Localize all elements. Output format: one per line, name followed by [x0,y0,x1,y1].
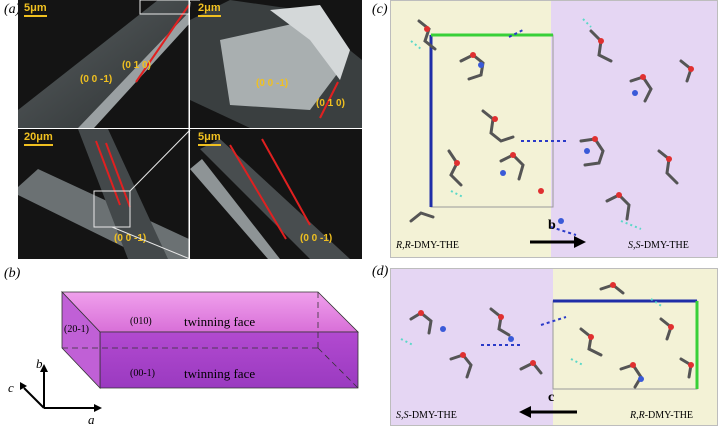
face-label-001-4: (0 0 -1) [300,233,333,244]
axis-label-c: c [548,390,555,405]
face-label-00-1: (00-1) [130,368,155,379]
axis-b-label: b [36,356,43,371]
face-label-010-1: (0 1 0) [122,60,151,71]
structure-d-drawing [391,269,717,425]
twinning-face-top: twinning face [184,314,256,329]
axis-label-b: b [548,218,556,233]
sem-image-1-drawing [18,0,189,128]
crystal-side-face [61,290,101,390]
twinning-face-bottom: twinning face [184,366,256,381]
axis-c-label: c [8,380,14,395]
sem-image-1: 5μm (0 0 -1) (0 1 0) [18,0,189,128]
panel-a-label: (a) [4,2,21,17]
sem-image-4: 5μm (0 0 -1) [190,129,362,259]
face-label-20-1: (20-1) [64,324,89,335]
axis-c-arrow [20,382,27,390]
axis-a-arrow [94,404,102,412]
enantiomer-label-d-right: R,R-DMY-THE [630,410,694,421]
axis-c-line [23,387,45,409]
enantiomer-label-c-right: S,S-DMY-THE [628,240,689,251]
panel-d-label: (d) [372,264,389,279]
sem-image-2: 2μm (0 0 -1) (0 1 0) [190,0,362,128]
face-label-001-2: (0 0 -1) [256,78,289,89]
face-label-010: (010) [130,316,152,327]
axis-arrow-d [519,406,577,418]
crystal-diagram [20,290,359,412]
scale-bar-3: 20μm [24,131,53,146]
face-label-010-2: (0 1 0) [316,98,345,109]
face-label-001-1: (0 0 -1) [80,74,113,85]
panel-b-label: (b) [4,266,21,281]
scale-bar-4: 5μm [198,131,221,146]
scale-bar-1: 5μm [24,2,47,17]
enantiomer-label-c-left: R,R-DMY-THE [396,240,460,251]
structure-panel-c [390,0,718,258]
sem-image-2-drawing [190,0,362,128]
structure-c-drawing [391,1,717,257]
scale-bar-2: 2μm [198,2,221,17]
axis-a-label: a [88,412,95,427]
sem-image-4-drawing [190,138,350,259]
face-label-001-3: (0 0 -1) [114,233,147,244]
enantiomer-label-d-left: S,S-DMY-THE [396,410,457,421]
structure-panel-d [390,268,718,426]
axis-b-arrow [40,364,48,372]
axis-arrow-c [530,236,586,248]
sem-image-3: 20μm (0 0 -1) [18,129,189,259]
zoom-connectors [18,0,362,260]
panel-c-label: (c) [372,2,388,17]
